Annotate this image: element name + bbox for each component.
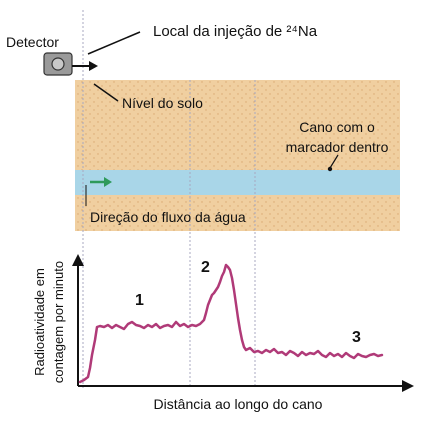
- region-2-label: 2: [201, 259, 210, 276]
- injection-pointer-line: [87, 31, 141, 55]
- detector-arrow-icon: [72, 61, 98, 71]
- graph-y-axis-label-line1: Radioatividade em: [32, 268, 47, 376]
- region-1-label: 1: [135, 292, 144, 309]
- ground-level-pointer-line: [93, 83, 119, 102]
- pipe-pointer-dot: [327, 166, 333, 172]
- ground-level-label: Nível do solo: [122, 95, 203, 111]
- pipe-marker-label-line2: marcador dentro: [286, 139, 389, 155]
- graph-x-axis-label: Distância ao longo do cano: [154, 396, 323, 412]
- soil-layer: [75, 80, 400, 231]
- injection-site-label: Local da injeção de ²⁴Na: [153, 23, 318, 40]
- water-pipe: [75, 170, 400, 195]
- graph-y-axis-label-line2: contagem por minuto: [51, 261, 66, 383]
- pipe-pointer-line: [329, 154, 339, 169]
- flow-arrow-icon: [90, 177, 112, 187]
- detector-label: Detector: [6, 34, 59, 50]
- graph-axes: [72, 254, 414, 392]
- flow-direction-label: Direção do fluxo da água: [90, 209, 246, 225]
- detector-icon: [43, 52, 73, 76]
- region-3-label: 3: [352, 329, 361, 346]
- radioactivity-curve: [78, 263, 384, 384]
- pipe-marker-label-line1: Cano com o: [299, 119, 375, 135]
